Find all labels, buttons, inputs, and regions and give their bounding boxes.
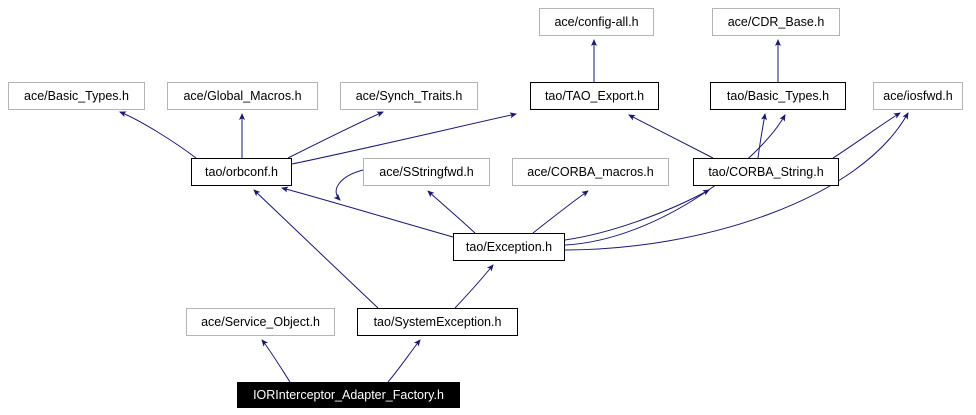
edge-sysexception-to-exception — [454, 264, 494, 309]
node-label-tao_basic: tao/Basic_Types.h — [726, 88, 830, 103]
node-sstringfwd[interactable]: ace/SStringfwd.h — [363, 158, 490, 186]
edge-orbconf-to-tao_export — [291, 112, 517, 165]
node-label-iosfwd: ace/iosfwd.h — [883, 88, 953, 103]
node-label-sstringfwd: ace/SStringfwd.h — [379, 164, 474, 179]
edge-exception-to-orbconf — [281, 186, 454, 238]
edge-orbconf-to-synch_traits — [287, 111, 384, 159]
edge-exception-to-corba_string — [564, 189, 710, 241]
node-basic_types[interactable]: ace/Basic_Types.h — [8, 82, 145, 110]
node-label-config_all: ace/config-all.h — [554, 14, 639, 29]
node-corba_string[interactable]: tao/CORBA_String.h — [693, 158, 839, 186]
edge-sysexception-to-orbconf — [253, 189, 379, 309]
edge-root-to-sysexception — [387, 339, 421, 383]
node-label-tao_export: tao/TAO_Export.h — [544, 88, 645, 103]
edge-corba_string-to-tao_export — [628, 114, 714, 159]
edge-exception-to-sstringfwd — [427, 190, 476, 234]
node-label-orbconf: tao/orbconf.h — [205, 164, 278, 179]
edge-orbconf-to-basic_types — [119, 111, 197, 159]
edge-exception-to-tao_basic — [564, 114, 786, 246]
node-label-corba_string: tao/CORBA_String.h — [708, 164, 824, 179]
edge-corba_string-to-tao_basic — [757, 113, 767, 159]
node-config_all[interactable]: ace/config-all.h — [539, 8, 654, 36]
node-sysexception[interactable]: tao/SystemException.h — [357, 308, 518, 336]
node-cdr_base[interactable]: ace/CDR_Base.h — [712, 8, 840, 36]
edge-root-to-service_obj — [261, 339, 291, 383]
node-label-synch_traits: ace/Synch_Traits.h — [355, 88, 463, 103]
node-corba_macros[interactable]: ace/CORBA_macros.h — [512, 158, 669, 186]
node-root[interactable]: IORInterceptor_Adapter_Factory.h — [237, 382, 460, 408]
edge-exception-to-corba_macros — [532, 190, 589, 234]
node-label-exception: tao/Exception.h — [465, 239, 553, 254]
node-label-global_macros: ace/Global_Macros.h — [183, 88, 302, 103]
node-tao_export[interactable]: tao/TAO_Export.h — [530, 82, 659, 110]
node-exception[interactable]: tao/Exception.h — [453, 233, 565, 261]
node-service_obj[interactable]: ace/Service_Object.h — [186, 308, 335, 336]
node-label-cdr_base: ace/CDR_Base.h — [727, 14, 825, 29]
edge-sstringfwd-to-orbconf — [333, 169, 364, 201]
node-label-basic_types: ace/Basic_Types.h — [24, 88, 129, 103]
node-label-sysexception: tao/SystemException.h — [373, 314, 502, 329]
edge-exception-to-iosfwd — [564, 112, 909, 251]
node-label-service_obj: ace/Service_Object.h — [201, 314, 320, 329]
edge-corba_string-to-iosfwd — [832, 112, 901, 159]
node-synch_traits[interactable]: ace/Synch_Traits.h — [340, 82, 478, 110]
node-orbconf[interactable]: tao/orbconf.h — [191, 158, 292, 186]
node-global_macros[interactable]: ace/Global_Macros.h — [167, 82, 318, 110]
node-iosfwd[interactable]: ace/iosfwd.h — [873, 82, 963, 110]
node-tao_basic[interactable]: tao/Basic_Types.h — [710, 82, 846, 110]
node-label-corba_macros: ace/CORBA_macros.h — [527, 164, 654, 179]
node-label-root: IORInterceptor_Adapter_Factory.h — [253, 387, 444, 402]
